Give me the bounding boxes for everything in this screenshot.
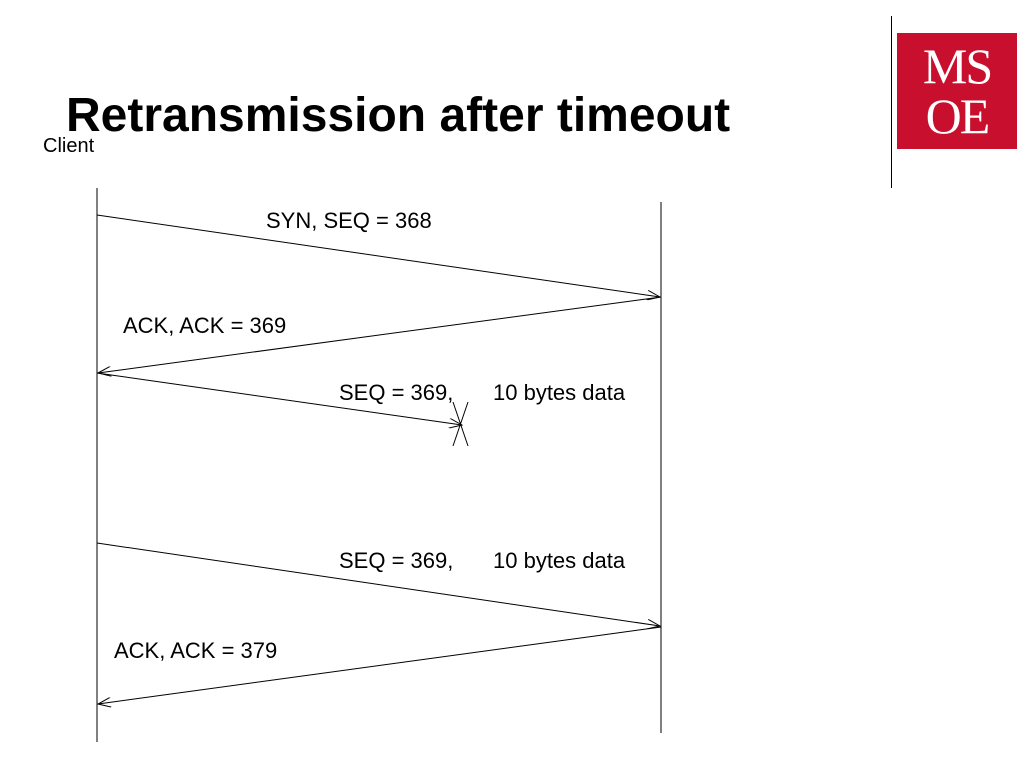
message-label-ack-369: ACK, ACK = 369 [123,313,287,338]
client-label: Client [43,135,95,157]
message-label-lost-data: 10 bytes data [493,380,626,405]
ack-379-arrow [98,626,662,704]
retransmit-data-arrow [96,542,660,626]
message-label-retransmit-data: 10 bytes data [493,548,626,573]
message-label-ack-379: ACK, ACK = 379 [114,638,278,663]
lost-packet-cross-icon [452,401,469,447]
message-label-lost-seq: SEQ = 369, [339,380,454,405]
logo-text-bottom: OE [925,88,991,144]
ack-369-arrow [98,296,662,373]
message-label-syn: SYN, SEQ = 368 [266,208,432,233]
slide-title: Retransmission after timeout [66,89,731,142]
msoe-logo: MS OE [897,33,1017,149]
syn-arrow [96,214,660,297]
logo-text-top: MS [922,38,993,94]
message-label-retransmit-seq: SEQ = 369, [339,548,454,573]
lost-data-arrow [96,372,462,425]
logo-divider [891,16,892,188]
